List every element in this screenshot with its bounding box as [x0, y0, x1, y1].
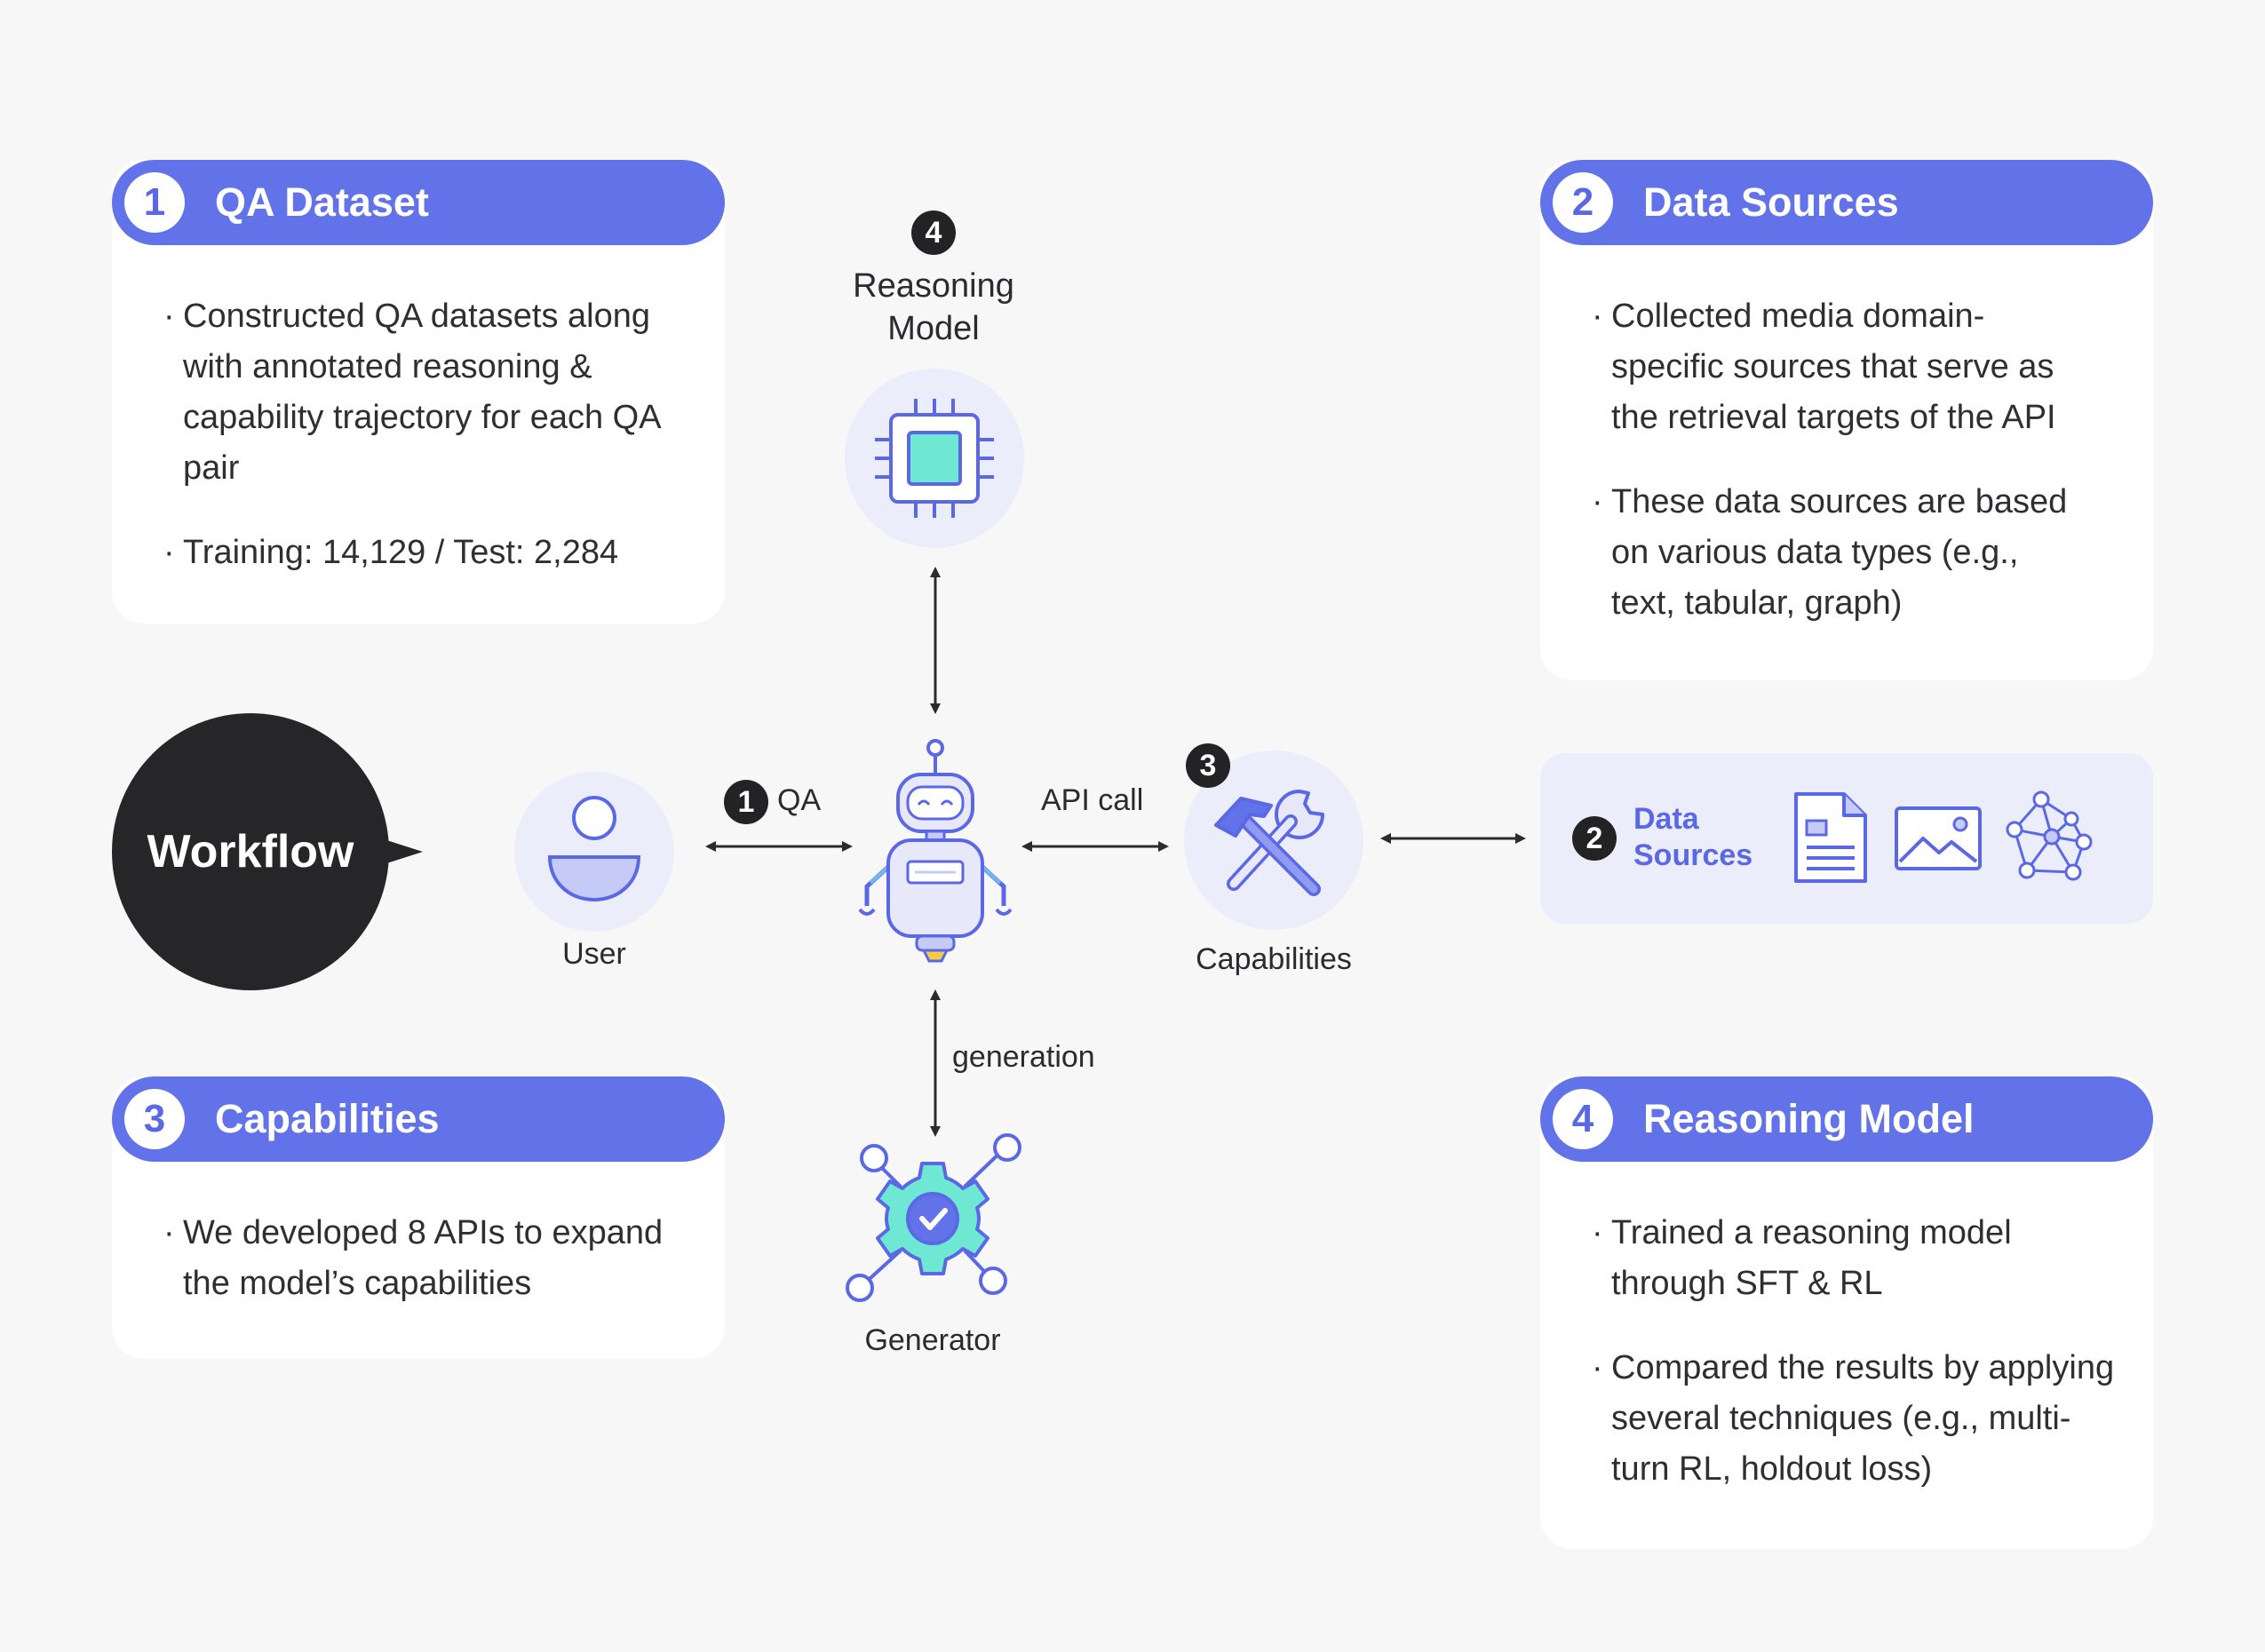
data-sources-bullet-1: Collected media domain-specific sources …: [1592, 291, 2089, 443]
reasoning-model-card: 4 Reasoning Model Trained a reasoning mo…: [1540, 1076, 2153, 1549]
reasoning-label-line1: Reasoning: [853, 267, 1014, 305]
user-icon: [547, 796, 641, 902]
data-sources-panel-number: 2: [1572, 816, 1617, 861]
generation-label: generation: [952, 1040, 1095, 1074]
reasoning-label-line2: Model: [887, 310, 980, 347]
data-sources-double-arrow: [1380, 833, 1526, 844]
workflow-label: Workflow: [147, 826, 354, 878]
workflow-bubble: Workflow: [112, 713, 423, 990]
qa-label: QA: [777, 783, 822, 817]
qa-double-arrow: [705, 841, 853, 852]
reasoning-double-arrow: [930, 567, 941, 714]
capabilities-number-badge: 3: [124, 1089, 185, 1149]
data-sources-panel-label-line1: Data: [1633, 802, 1699, 836]
capabilities-label: Capabilities: [1196, 942, 1352, 976]
robot-icon: [858, 739, 1013, 963]
reasoning-model-circle: [845, 369, 1024, 548]
capabilities-title: Capabilities: [215, 1096, 440, 1141]
qa-dataset-bullet-1: Constructed QA datasets along with annot…: [163, 291, 696, 494]
api-call-label: API call: [1041, 783, 1144, 817]
user-circle: [514, 772, 674, 932]
capabilities-bullet-1: We developed 8 APIs to expand the model’…: [163, 1208, 696, 1309]
generation-double-arrow: [930, 989, 941, 1137]
data-sources-title: Data Sources: [1643, 179, 1899, 225]
capabilities-number-dark: 3: [1186, 743, 1230, 788]
data-sources-card: 2 Data Sources Collected media domain-sp…: [1540, 160, 2153, 680]
data-sources-bullet-2: These data sources are based on various …: [1592, 477, 2089, 629]
user-label: User: [562, 937, 626, 971]
qa-dataset-title: QA Dataset: [215, 179, 429, 225]
generator-label: Generator: [864, 1323, 1001, 1357]
data-sources-header: 2 Data Sources: [1540, 160, 2153, 245]
qa-dataset-card: 1 QA Dataset Constructed QA datasets alo…: [112, 160, 725, 623]
image-icon: [1895, 806, 1982, 870]
qa-dataset-number-badge: 1: [124, 172, 185, 233]
capabilities-card: 3 Capabilities We developed 8 APIs to ex…: [112, 1076, 725, 1359]
generator-gear-icon: [846, 1133, 1021, 1302]
reasoning-model-bullet-2: Compared the results by applying several…: [1592, 1343, 2116, 1495]
reasoning-model-bullet-1: Trained a reasoning model through SFT & …: [1592, 1208, 2116, 1309]
tools-icon: [1214, 790, 1324, 896]
reasoning-model-header: 4 Reasoning Model: [1540, 1076, 2153, 1162]
reasoning-number-badge: 4: [911, 210, 956, 255]
api-call-double-arrow: [1021, 841, 1169, 852]
data-sources-panel: 2 Data Sources: [1540, 753, 2153, 924]
data-sources-panel-label-line2: Sources: [1633, 838, 1753, 872]
data-sources-number-badge: 2: [1553, 172, 1613, 233]
qa-dataset-bullet-2: Training: 14,129 / Test: 2,284: [163, 528, 696, 578]
qa-dataset-header: 1 QA Dataset: [112, 160, 725, 245]
reasoning-model-title: Reasoning Model: [1643, 1096, 1975, 1141]
reasoning-model-number-badge: 4: [1553, 1089, 1613, 1149]
qa-number-badge: 1: [724, 780, 768, 824]
graph-icon: [2006, 790, 2093, 881]
document-icon: [1794, 792, 1867, 883]
cpu-chip-icon: [875, 399, 994, 518]
capabilities-header: 3 Capabilities: [112, 1076, 725, 1162]
workflow-bubble-shape: [112, 713, 423, 990]
